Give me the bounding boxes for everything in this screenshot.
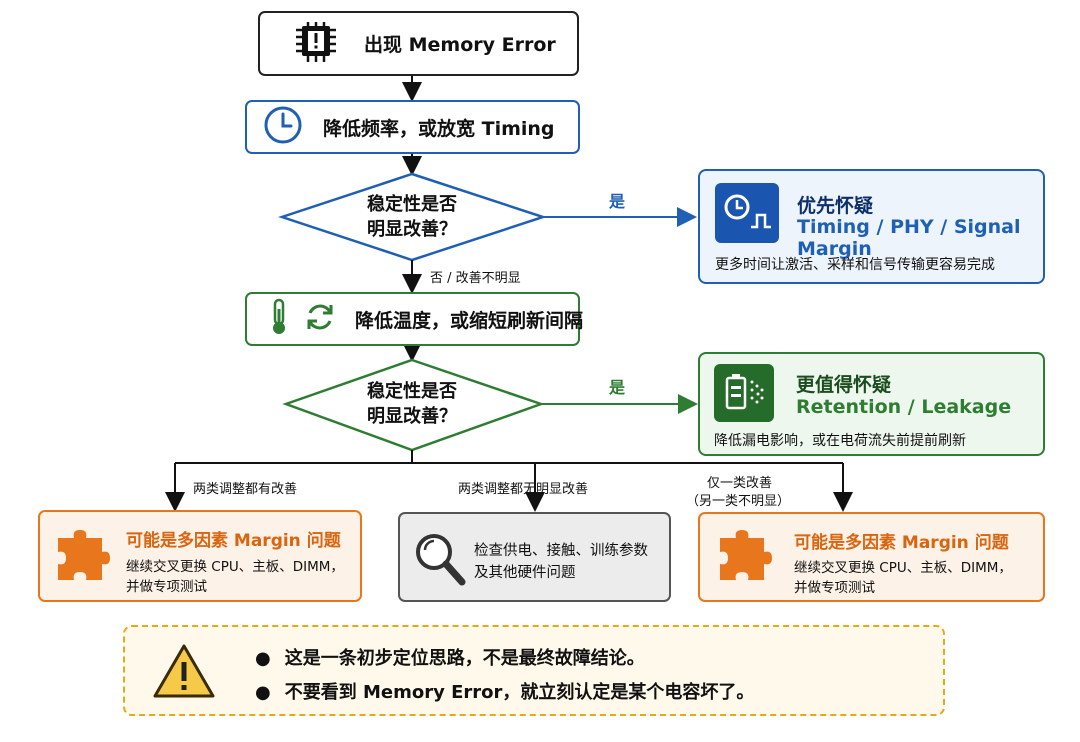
refresh-icon [303, 300, 337, 338]
decision1-no-label: 否 / 改善不明显 [430, 271, 521, 286]
puzzle-icon [52, 528, 116, 592]
result-timing-card: 优先怀疑 Timing / PHY / Signal Margin 更多时间让激… [698, 169, 1045, 284]
step2-label: 降低温度，或缩短刷新间隔 [355, 309, 584, 332]
outcome-right-card: 可能是多因素 Margin 问题 继续交叉更换 CPU、主板、DIMM， 并做专… [698, 512, 1045, 602]
branch-middle-label: 两类调整都无明显改善 [458, 482, 589, 497]
outcome-left-title: 可能是多因素 Margin 问题 [126, 531, 341, 551]
thermometer-icon [267, 297, 291, 341]
start-node: 出现 Memory Error [258, 11, 579, 76]
step1-node: 降低频率，或放宽 Timing [245, 100, 580, 154]
branch-right-label-2: （另一类不明显） [686, 494, 791, 509]
branch-right-label-1: 仅一类改善 [707, 476, 773, 491]
result-timing-title1: 优先怀疑 [797, 195, 874, 217]
note-item-1-text: 这是一条初步定位思路，不是最终故障结论。 [284, 648, 645, 669]
outcome-left-card: 可能是多因素 Margin 问题 继续交叉更换 CPU、主板、DIMM， 并做专… [38, 510, 362, 602]
puzzle-icon [714, 528, 778, 592]
outcome-middle-line2: 及其他硬件问题 [474, 565, 576, 581]
result-retention-title1: 更值得怀疑 [796, 374, 892, 396]
chip-error-icon [290, 20, 342, 68]
note-item-2-text: 不要看到 Memory Error，就立刻认定是某个电容坏了。 [284, 682, 755, 703]
branch-left-label: 两类调整都有改善 [193, 482, 298, 497]
decision1-line1: 稳定性是否 [367, 194, 457, 215]
decision1-line2: 明显改善？ [367, 219, 457, 240]
outcome-middle-line1: 检查供电、接触、训练参数 [474, 543, 648, 559]
decision2-text: 稳定性是否 明显改善？ [332, 379, 492, 429]
clock-icon [263, 105, 303, 149]
outcome-left-line2: 并做专项测试 [126, 579, 207, 595]
warning-icon [151, 642, 217, 704]
battery-leak-icon [714, 364, 774, 422]
outcome-left-line1: 继续交叉更换 CPU、主板、DIMM， [126, 559, 344, 575]
result-retention-card: 更值得怀疑 Retention / Leakage 降低漏电影响，或在电荷流失前… [698, 352, 1045, 456]
step1-label: 降低频率，或放宽 Timing [323, 117, 555, 140]
bullet-dot: ● [255, 648, 271, 669]
bullet-dot: ● [255, 682, 271, 703]
result-timing-desc: 更多时间让激活、采样和信号传输更容易完成 [715, 257, 995, 273]
result-retention-desc: 降低漏电影响，或在电荷流失前提前刷新 [714, 433, 966, 449]
decision1-text: 稳定性是否 明显改善？ [332, 192, 492, 242]
decision2-line1: 稳定性是否 [367, 381, 457, 402]
note-item-1: ● 这是一条初步定位思路，不是最终故障结论。 [255, 644, 645, 670]
outcome-right-title: 可能是多因素 Margin 问题 [794, 533, 1009, 553]
magnifier-icon [412, 528, 468, 594]
decision1-yes-label: 是 [609, 192, 626, 211]
result-timing-title2: Timing / PHY / Signal Margin [797, 216, 1021, 260]
decision2-yes-label: 是 [609, 378, 626, 397]
clock-signal-icon [715, 183, 779, 243]
outcome-right-line2: 并做专项测试 [794, 580, 875, 596]
outcome-middle-card: 检查供电、接触、训练参数 及其他硬件问题 [398, 512, 671, 602]
result-retention-title2: Retention / Leakage [796, 396, 1012, 418]
outcome-right-line1: 继续交叉更换 CPU、主板、DIMM， [794, 560, 1012, 576]
step2-node: 降低温度，或缩短刷新间隔 [245, 292, 584, 346]
start-label: 出现 Memory Error [364, 34, 556, 56]
decision2-line2: 明显改善？ [367, 406, 457, 427]
note-item-2: ● 不要看到 Memory Error，就立刻认定是某个电容坏了。 [255, 678, 754, 704]
note-box: ● 这是一条初步定位思路，不是最终故障结论。 ● 不要看到 Memory Error… [123, 625, 945, 716]
